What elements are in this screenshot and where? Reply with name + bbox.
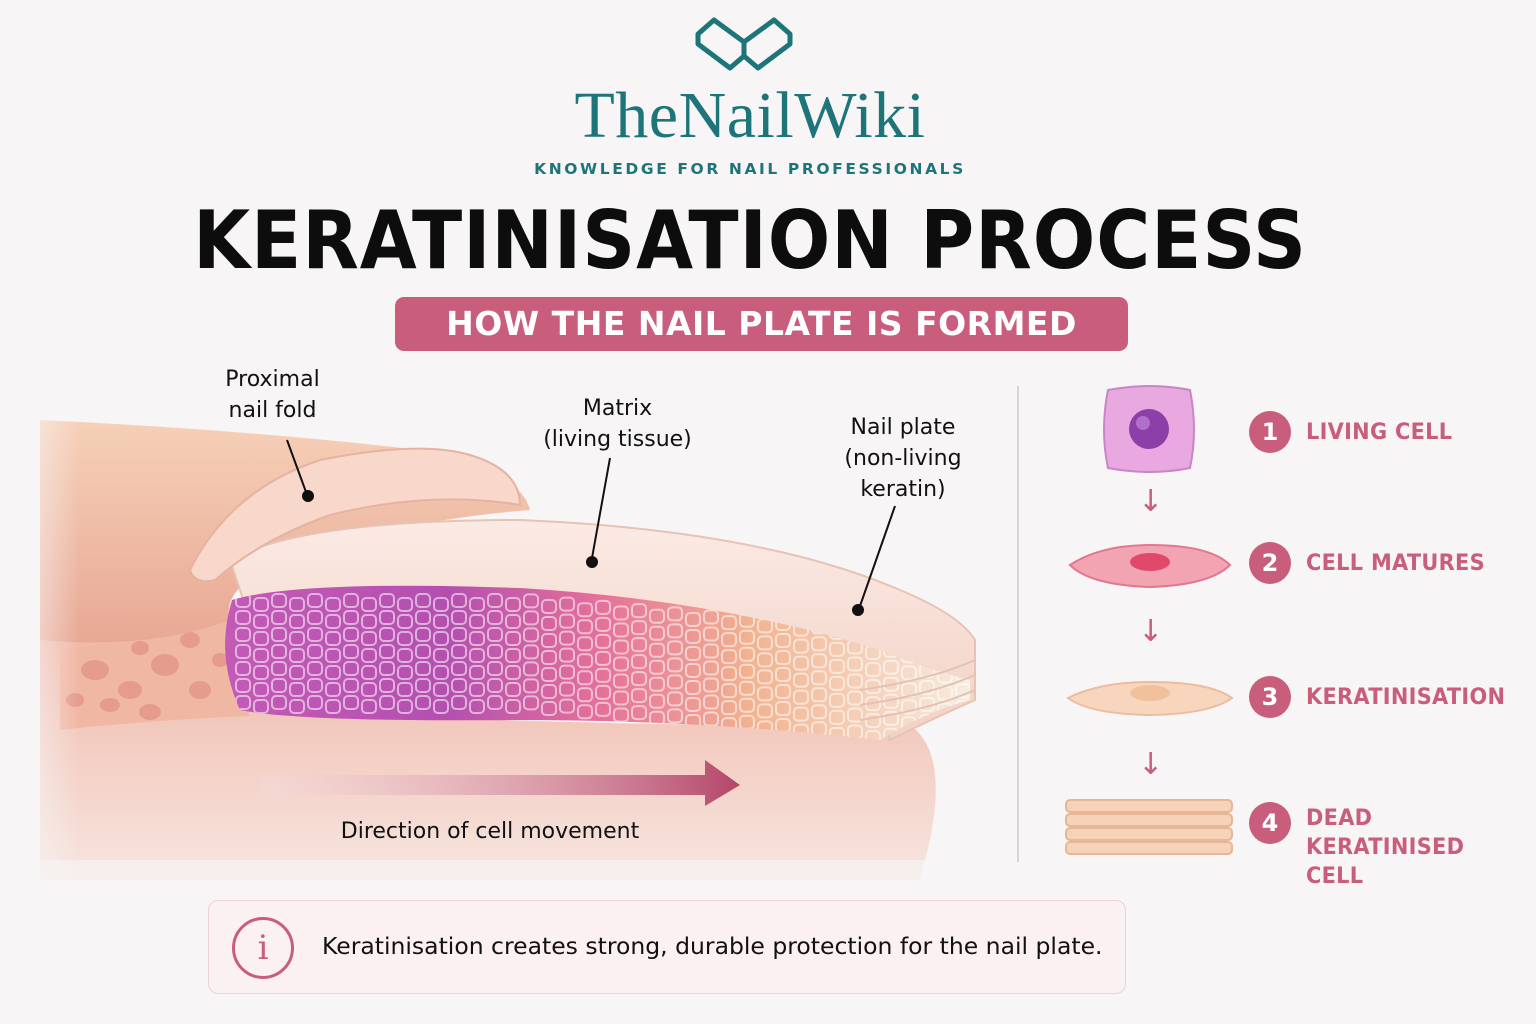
direction-arrow-icon bbox=[260, 760, 740, 806]
step-label-1: LIVING CELL bbox=[1306, 420, 1453, 445]
brand-name: TheNailWiki bbox=[574, 79, 926, 152]
step-number-4: 4 bbox=[1249, 802, 1291, 844]
page-title: KERATINISATION PROCESS bbox=[193, 194, 1307, 287]
step-label-4: DEAD KERATINISED CELL bbox=[1306, 806, 1465, 889]
step-number-3: 3 bbox=[1249, 676, 1291, 718]
step-label-3: KERATINISATION bbox=[1306, 685, 1506, 710]
label-matrix: Matrix (living tissue) bbox=[543, 396, 692, 452]
step-label-2: CELL MATURES bbox=[1306, 551, 1485, 576]
info-callout bbox=[208, 900, 1126, 994]
brand-tagline: KNOWLEDGE FOR NAIL PROFESSIONALS bbox=[534, 160, 966, 178]
book-logo-icon bbox=[695, 17, 793, 71]
maturing-cell-icon bbox=[1068, 543, 1232, 589]
info-text: Keratinisation creates strong, durable p… bbox=[322, 932, 1103, 960]
nail-cross-section-illustration bbox=[0, 400, 1010, 900]
down-arrow-icon: ↓ bbox=[1138, 747, 1164, 782]
dead-keratinised-cells-icon bbox=[1065, 799, 1233, 855]
step-number-2: 2 bbox=[1249, 542, 1291, 584]
info-icon: i bbox=[232, 917, 294, 979]
steps-illustrations bbox=[1065, 385, 1234, 855]
label-proximal-nail-fold: Proximal nail fold bbox=[225, 367, 320, 423]
page-subtitle-banner: HOW THE NAIL PLATE IS FORMED bbox=[395, 297, 1128, 351]
divider bbox=[1017, 386, 1019, 862]
label-direction-of-movement: Direction of cell movement bbox=[340, 819, 640, 844]
down-arrow-icon: ↓ bbox=[1138, 614, 1164, 649]
down-arrow-icon: ↓ bbox=[1138, 484, 1164, 519]
step-number-1: 1 bbox=[1249, 411, 1291, 453]
label-nail-plate: Nail plate (non-living keratin) bbox=[844, 415, 962, 502]
keratinising-cell-icon bbox=[1066, 680, 1234, 717]
living-cell-icon bbox=[1103, 385, 1195, 473]
